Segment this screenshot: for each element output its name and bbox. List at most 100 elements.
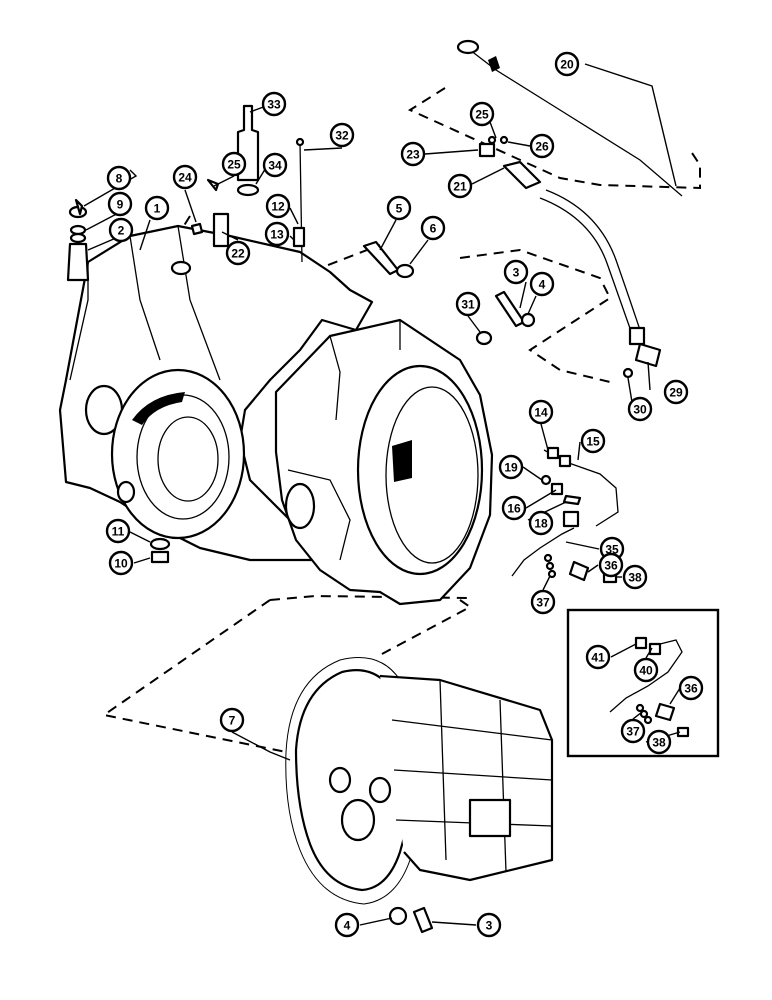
callout-c21: 21 <box>447 173 473 199</box>
callout-number: 13 <box>270 228 284 242</box>
callout-number: 24 <box>178 171 192 185</box>
callout-number: 15 <box>586 435 600 449</box>
callout-c24: 24 <box>172 164 198 190</box>
callout-circle <box>334 912 360 938</box>
callout-number: 20 <box>560 58 574 72</box>
callout-c12: 12 <box>265 193 291 219</box>
callout-circle <box>678 675 704 701</box>
callout-circle <box>585 644 611 670</box>
callout-circle <box>529 133 555 159</box>
callout-circle <box>447 173 473 199</box>
callout-circle <box>627 396 653 422</box>
callout-circle <box>221 151 247 177</box>
leader-lines <box>83 63 681 926</box>
callout-circle <box>646 729 672 755</box>
callout-number: 23 <box>406 148 420 162</box>
callout-c33: 33 <box>261 91 287 117</box>
callout-number: 36 <box>604 559 618 573</box>
callout-c32: 32 <box>329 122 355 148</box>
callout-number: 25 <box>227 158 241 172</box>
callout-c9: 9 <box>107 191 133 217</box>
callout-c29: 29 <box>663 379 689 405</box>
callout-c3b: 3 <box>476 912 502 938</box>
callout-c16: 16 <box>501 495 527 521</box>
callout-c40: 40 <box>633 657 659 683</box>
callout-c25: 25 <box>221 151 247 177</box>
callout-number: 10 <box>114 557 128 571</box>
callout-c34: 34 <box>262 152 288 178</box>
callout-number: 3 <box>486 919 493 933</box>
callout-circle <box>620 718 646 744</box>
callout-circle <box>663 379 689 405</box>
callout-circle <box>622 564 648 590</box>
callout-circle <box>172 164 198 190</box>
callout-circle <box>529 271 555 297</box>
callout-circle <box>262 152 288 178</box>
callout-circle <box>261 91 287 117</box>
callout-c22: 22 <box>225 240 251 266</box>
callout-c37: 37 <box>530 589 556 615</box>
callout-c4: 4 <box>529 271 555 297</box>
callout-number: 40 <box>639 664 653 678</box>
callout-layer: 1233445678910111213141516181920212223242… <box>105 51 704 938</box>
callout-circle <box>106 165 132 191</box>
callout-number: 12 <box>271 200 285 214</box>
callout-c36b: 36 <box>678 675 704 701</box>
callout-circle <box>420 215 446 241</box>
callout-number: 16 <box>507 502 521 516</box>
callout-number: 29 <box>669 386 683 400</box>
callout-number: 32 <box>335 129 349 143</box>
callout-c6: 6 <box>420 215 446 241</box>
callout-c38b: 38 <box>646 729 672 755</box>
callout-c14: 14 <box>528 399 554 425</box>
callout-c30: 30 <box>627 396 653 422</box>
callout-c11: 11 <box>105 518 131 544</box>
callout-number: 8 <box>116 172 123 186</box>
callout-number: 2 <box>118 224 125 238</box>
callout-circle <box>144 195 170 221</box>
callout-c23: 23 <box>400 141 426 167</box>
callout-c18: 18 <box>528 510 554 536</box>
callout-number: 38 <box>628 571 642 585</box>
callout-number: 21 <box>453 180 467 194</box>
callout-number: 11 <box>112 525 125 539</box>
callout-c36: 36 <box>598 552 624 578</box>
callout-c41: 41 <box>585 644 611 670</box>
callout-circle <box>476 912 502 938</box>
callout-circle <box>528 510 554 536</box>
callout-circle <box>265 193 291 219</box>
callout-number: 37 <box>626 725 640 739</box>
callout-c3: 3 <box>503 259 529 285</box>
callout-c26: 26 <box>529 133 555 159</box>
callout-number: 4 <box>539 278 546 292</box>
callout-circle <box>386 195 412 221</box>
callout-number: 9 <box>117 198 124 212</box>
callout-circle <box>469 101 495 127</box>
callout-circle <box>530 589 556 615</box>
callout-c20: 20 <box>554 51 580 77</box>
callout-circle <box>554 51 580 77</box>
callout-c19: 19 <box>498 454 524 480</box>
callout-circle <box>501 495 527 521</box>
callout-c5: 5 <box>386 195 412 221</box>
callout-c4b: 4 <box>334 912 360 938</box>
callout-number: 1 <box>154 202 161 216</box>
transmission-case <box>285 657 554 934</box>
callout-number: 3 <box>513 266 520 280</box>
callout-number: 18 <box>534 517 548 531</box>
callout-circle <box>633 657 659 683</box>
callout-c37b: 37 <box>620 718 646 744</box>
callout-number: 41 <box>591 651 605 665</box>
callout-circle <box>264 221 290 247</box>
callout-c7: 7 <box>219 707 245 733</box>
callout-number: 25 <box>475 108 489 122</box>
callout-c25b: 25 <box>469 101 495 127</box>
callout-c10: 10 <box>108 550 134 576</box>
callout-number: 7 <box>229 714 236 728</box>
callout-number: 14 <box>534 406 548 420</box>
callout-number: 31 <box>461 298 475 312</box>
callout-circle <box>108 550 134 576</box>
callout-circle <box>503 259 529 285</box>
callout-c31: 31 <box>455 291 481 317</box>
